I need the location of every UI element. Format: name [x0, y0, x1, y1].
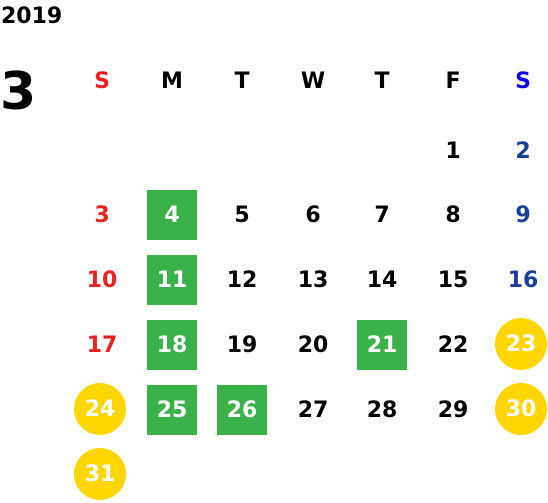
day-cell[interactable]: 1 — [445, 138, 461, 164]
weekday-thu: T — [374, 68, 390, 94]
day-cell[interactable]: 2 — [515, 138, 531, 164]
weekday-sat: S — [515, 68, 531, 94]
day-cell[interactable]: 4 — [147, 190, 197, 240]
day-cell[interactable]: 16 — [507, 267, 539, 293]
weekday-mon: M — [161, 68, 183, 94]
day-cell[interactable]: 21 — [357, 320, 407, 370]
day-cell[interactable]: 23 — [495, 318, 547, 370]
day-cell[interactable]: 17 — [86, 332, 118, 358]
day-cell[interactable]: 11 — [147, 255, 197, 305]
day-cell[interactable]: 9 — [515, 202, 531, 228]
day-cell[interactable]: 25 — [147, 385, 197, 435]
month-number: 3 — [0, 62, 37, 122]
year-label: 2019 — [1, 4, 63, 29]
day-cell[interactable]: 30 — [495, 383, 547, 435]
day-cell[interactable]: 5 — [234, 202, 250, 228]
day-cell[interactable]: 13 — [297, 267, 329, 293]
day-cell[interactable]: 7 — [374, 202, 390, 228]
weekday-sun: S — [94, 68, 110, 94]
day-cell[interactable]: 22 — [437, 332, 469, 358]
day-cell[interactable]: 8 — [445, 202, 461, 228]
day-cell[interactable]: 28 — [366, 397, 398, 423]
day-cell[interactable]: 12 — [226, 267, 258, 293]
day-cell[interactable]: 6 — [305, 202, 321, 228]
day-cell[interactable]: 27 — [297, 397, 329, 423]
weekday-tue: T — [234, 68, 250, 94]
day-cell[interactable]: 19 — [226, 332, 258, 358]
day-cell[interactable]: 24 — [74, 383, 126, 435]
day-cell[interactable]: 18 — [147, 320, 197, 370]
day-cell[interactable]: 26 — [217, 385, 267, 435]
weekday-fri: F — [445, 68, 461, 94]
day-cell[interactable]: 10 — [86, 267, 118, 293]
day-cell[interactable]: 20 — [297, 332, 329, 358]
day-cell[interactable]: 31 — [74, 448, 126, 500]
weekday-wed: W — [300, 68, 326, 94]
day-cell[interactable]: 3 — [94, 202, 110, 228]
day-cell[interactable]: 14 — [366, 267, 398, 293]
day-cell[interactable]: 15 — [437, 267, 469, 293]
day-cell[interactable]: 29 — [437, 397, 469, 423]
